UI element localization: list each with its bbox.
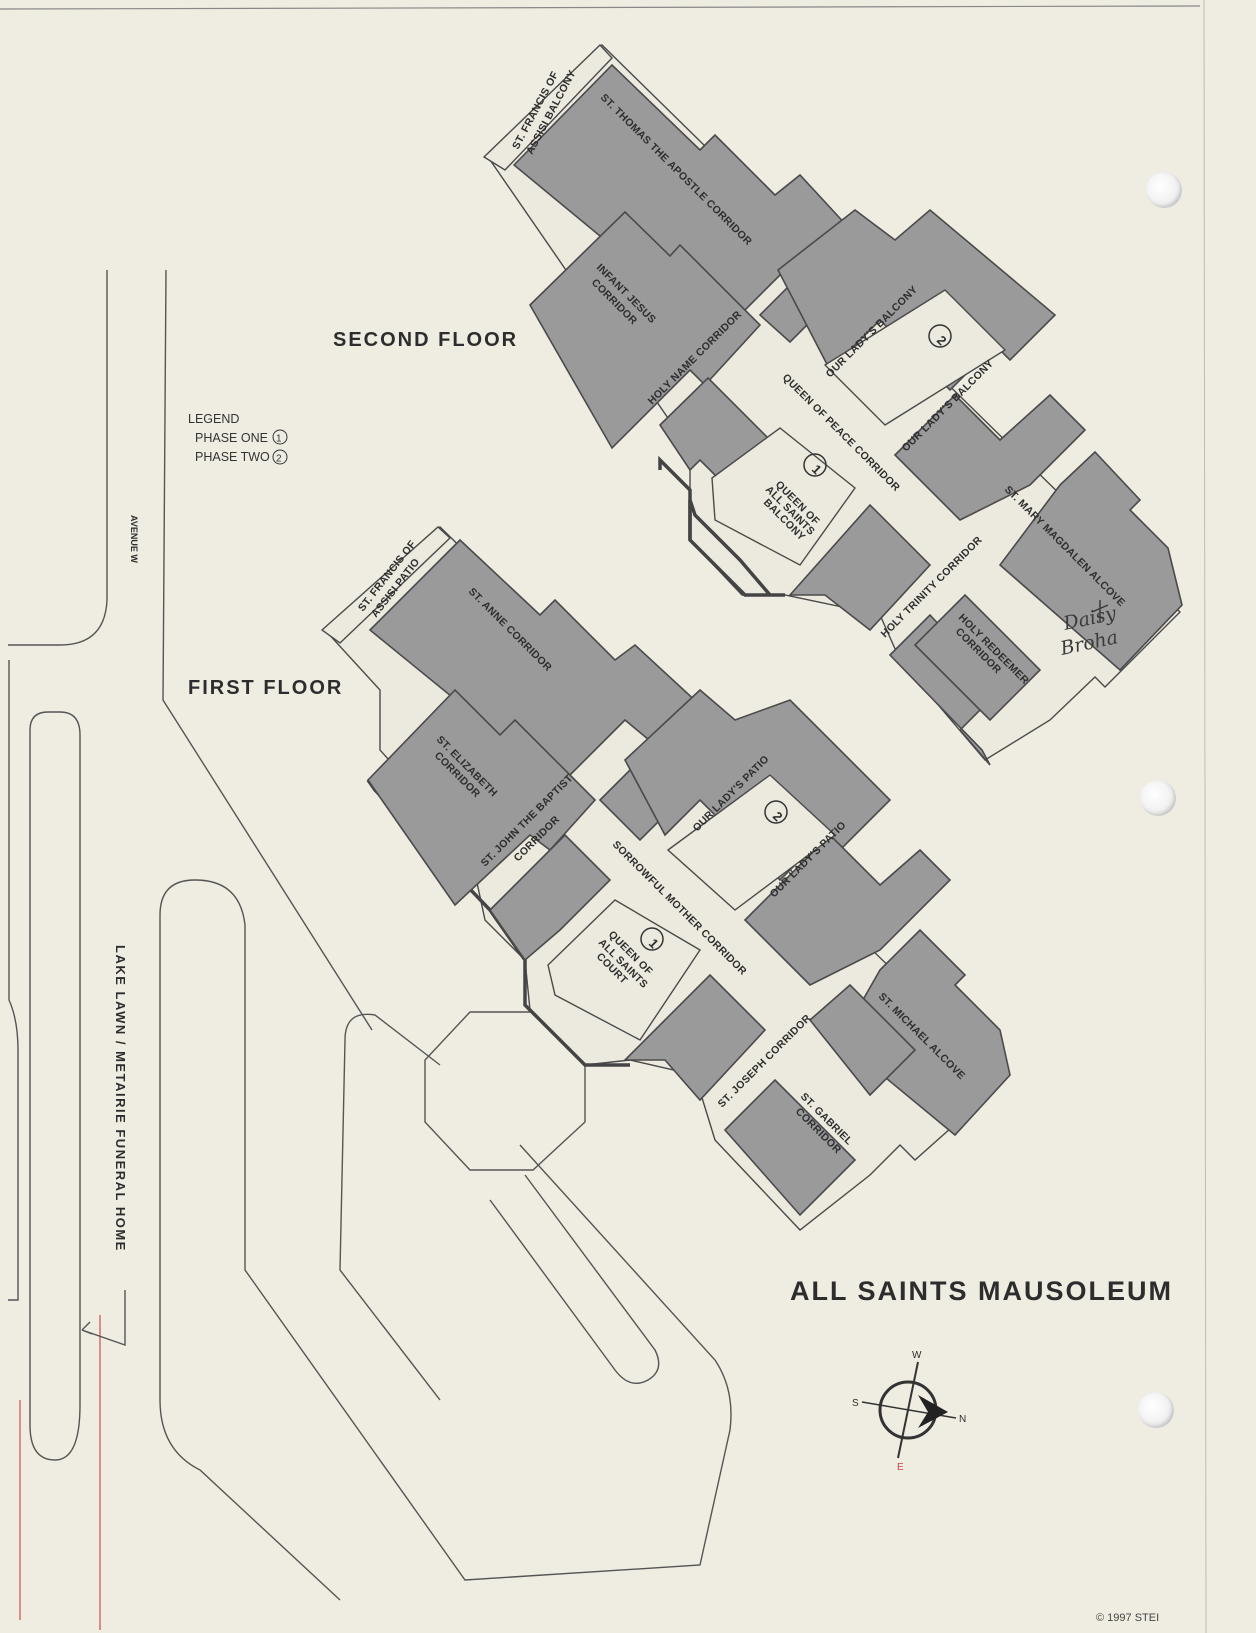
avenue-right-curb [162,269,373,1031]
our-ladys-balcony-2 [823,289,1007,426]
compass-e: E [897,1462,904,1473]
st-francis-balcony [482,43,613,171]
legend-heading: LEGEND [188,412,239,426]
crypt-block-st-mary [998,450,1183,672]
roads [8,269,732,1630]
crypt-block-queen-balcony-right [788,503,932,632]
copyright-notice: © 1997 STEI [1096,1612,1160,1624]
first-floor-phase-two-marker [764,800,788,824]
crypt-block-st-thomas [512,63,862,337]
crypt-block-st-john-lower [488,833,612,962]
inner-spur [489,1174,660,1384]
our-ladys-patio-2 [666,774,837,911]
first-floor-building [320,526,1011,1231]
crypt-block-infant-jesus [528,210,762,450]
first-floor-phase-one-marker [640,927,664,951]
legend-phase-one-number: 1 [276,434,282,445]
binder-hole-middle [1140,780,1176,816]
crypt-block-st-anne [368,538,702,787]
legend-phase-one: PHASE ONE [195,431,268,445]
crypt-block-holy-redeemer [888,613,1002,766]
first-floor-label: FIRST FLOOR [188,677,343,699]
handwritten-arrow [1091,600,1109,622]
binder-hole-top [1146,172,1182,208]
crypt-block-our-lady-lower [893,393,1087,521]
second-floor-label: SECOND FLOOR [333,329,518,351]
funeral-home-arrow [81,1290,126,1346]
crypt-block-st-gabriel-2 [808,983,917,1097]
map-title: ALL SAINTS MAUSOLEUM [790,1276,1173,1306]
crypt-block-st-elizabeth [366,688,597,907]
compass-north-arrow [918,1395,948,1428]
binder-hole-bottom [1138,1392,1174,1428]
driveway-outer [159,879,732,1581]
crypt-block-our-lady-patio-lower [743,833,952,986]
st-francis-patio [320,526,452,644]
inner-loop-left [339,1039,441,1401]
legend-phase-two: PHASE TWO [195,450,270,464]
driveway-lower [159,915,341,1601]
arrow-head [81,1321,93,1335]
crypt-block-st-joseph-left [623,973,767,1102]
queen-balcony-wall [688,499,772,597]
second-floor-phase-one-marker [803,453,827,477]
second-floor-building [482,43,1183,766]
legend-phase-two-number: 2 [276,454,282,465]
avenue-left-curb [8,270,108,646]
second-floor-phase-two-marker [928,324,952,348]
top-edge [0,5,1201,10]
compass-n: N [959,1414,966,1425]
avenue-label: AVENUE W [129,515,139,563]
right-edge [1203,0,1207,1633]
compass-s: S [852,1398,859,1409]
inner-loop-top [344,1013,441,1066]
compass-w: W [912,1350,922,1361]
median-strip [29,711,81,1461]
legend-phase-one-circle [272,429,288,445]
crypt-block-holy-redeemer-2 [913,593,1042,722]
crypt-block-st-gabriel [723,1078,857,1217]
funeral-home-label: LAKE LAWN / METAIRIE FUNERAL HOME [113,945,128,1252]
left-boundary [8,660,19,1301]
queen-balcony-1 [711,427,856,566]
legend-phase-two-circle [272,449,288,465]
compass-rose: W S N E [852,1350,966,1473]
